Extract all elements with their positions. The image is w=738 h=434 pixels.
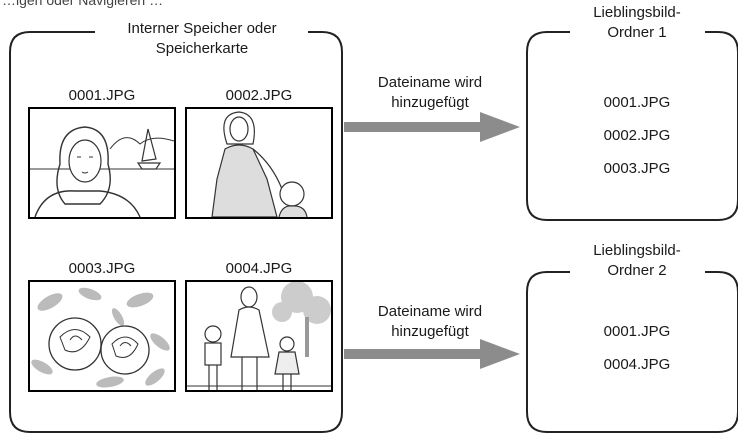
arrow-2 (344, 339, 520, 369)
folder-2-file-list: 0001.JPG 0004.JPG (572, 322, 702, 388)
woman-at-lake-photo (28, 107, 176, 219)
folder-2-title-line1: Lieblingsbild- (593, 242, 681, 259)
source-title: Interner Speicher oder Speicherkarte (98, 19, 306, 59)
source-title-line1: Interner Speicher oder (127, 20, 277, 37)
folder-1-container (526, 31, 738, 221)
source-container (9, 31, 343, 433)
folder-1-file: 0003.JPG (603, 160, 671, 177)
thumb-label-1: 0001.JPG (68, 87, 136, 104)
folder-1-title-line2: Ordner 1 (607, 24, 667, 41)
arrow-2-label: Dateiname wird hinzugefügt (360, 302, 500, 342)
arrow-1-label: Dateiname wird hinzugefügt (360, 73, 500, 113)
folder-2-file: 0001.JPG (603, 323, 671, 340)
arrow-1 (344, 112, 520, 142)
folder-1-file: 0002.JPG (603, 127, 671, 144)
folder-1-title-line1: Lieblingsbild- (593, 4, 681, 21)
header-text: …igen oder Navigieren … (2, 0, 164, 8)
folder-1-file-list: 0001.JPG 0002.JPG 0003.JPG (572, 93, 702, 192)
thumb-label-2: 0002.JPG (225, 87, 293, 104)
folder-1-title: Lieblingsbild- Ordner 1 (572, 3, 702, 43)
folder-2-title-line2: Ordner 2 (607, 262, 667, 279)
family-in-park-photo (185, 280, 333, 392)
woman-with-child-photo (185, 107, 333, 219)
source-title-line2: Speicherkarte (155, 40, 249, 57)
arrow-1-label-line2: hinzugefügt (391, 94, 469, 111)
arrow-2-label-line2: hinzugefügt (391, 323, 469, 340)
flowers-photo (28, 280, 176, 392)
folder-2-file: 0004.JPG (603, 356, 671, 373)
folder-2-title: Lieblingsbild- Ordner 2 (572, 241, 702, 281)
folder-1-file: 0001.JPG (603, 94, 671, 111)
arrow-2-label-line1: Dateiname wird (377, 303, 483, 320)
arrow-1-label-line1: Dateiname wird (377, 74, 483, 91)
folder-2-container (526, 271, 738, 433)
thumb-label-3: 0003.JPG (68, 260, 136, 277)
thumb-label-4: 0004.JPG (225, 260, 293, 277)
